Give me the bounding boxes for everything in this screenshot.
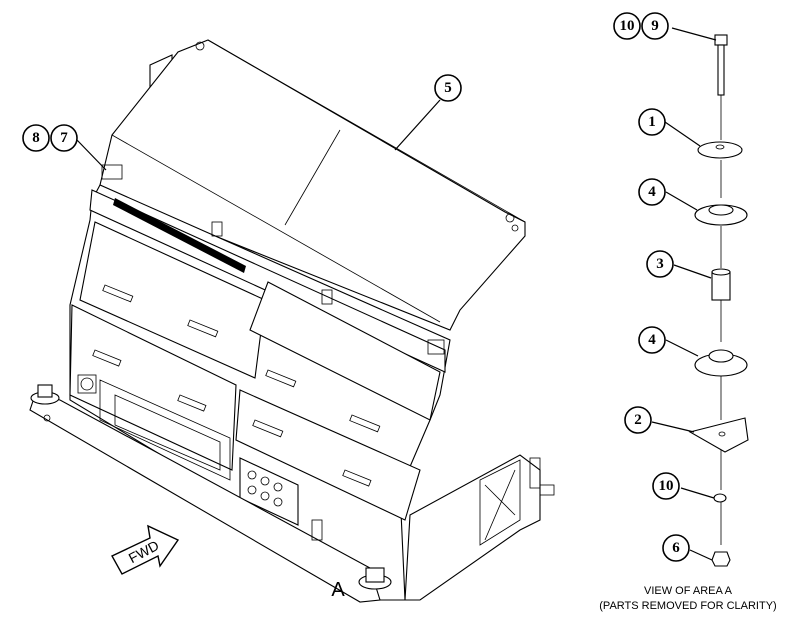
callout-2: 2 — [624, 406, 652, 434]
plate-part — [688, 417, 749, 490]
exploded-view — [688, 34, 749, 567]
callout-5: 5 — [434, 74, 462, 102]
view-caption-line2: (PARTS REMOVED FOR CLARITY) — [599, 600, 776, 612]
svg-text:3: 3 — [656, 256, 664, 272]
small-washer-part — [713, 493, 727, 545]
forward-arrow-icon: FWD — [111, 524, 180, 575]
svg-text:5: 5 — [444, 80, 452, 96]
nut-part — [711, 551, 731, 567]
area-a-label: A — [331, 579, 345, 601]
callout-9: 9 — [641, 12, 669, 40]
enclosure-assembly — [29, 39, 555, 603]
svg-text:10: 10 — [620, 18, 635, 34]
vent-slot-left — [113, 198, 246, 273]
svg-text:7: 7 — [60, 130, 68, 146]
callout-10-top: 10 — [613, 12, 641, 40]
svg-text:4: 4 — [648, 332, 656, 348]
callout-4-lower: 4 — [638, 326, 666, 354]
svg-text:4: 4 — [648, 184, 656, 200]
svg-text:10: 10 — [659, 478, 674, 494]
svg-text:9: 9 — [651, 18, 659, 34]
bolt-part — [714, 34, 728, 140]
callout-6: 6 — [662, 534, 690, 562]
svg-text:2: 2 — [634, 412, 642, 428]
callout-3: 3 — [646, 250, 674, 278]
svg-text:6: 6 — [672, 540, 680, 556]
svg-text:8: 8 — [32, 130, 40, 146]
washer-part — [697, 141, 743, 198]
callout-8: 8 — [22, 124, 50, 152]
view-caption-line1: VIEW OF AREA A — [644, 585, 733, 597]
callout-4-upper: 4 — [638, 178, 666, 206]
callout-1: 1 — [638, 108, 666, 136]
callout-10-lower: 10 — [652, 472, 680, 500]
isolator-lower-part — [694, 349, 748, 420]
sleeve-part — [711, 268, 731, 342]
svg-text:1: 1 — [648, 114, 656, 130]
callout-7: 7 — [50, 124, 78, 152]
isolator-upper-part — [694, 204, 748, 268]
